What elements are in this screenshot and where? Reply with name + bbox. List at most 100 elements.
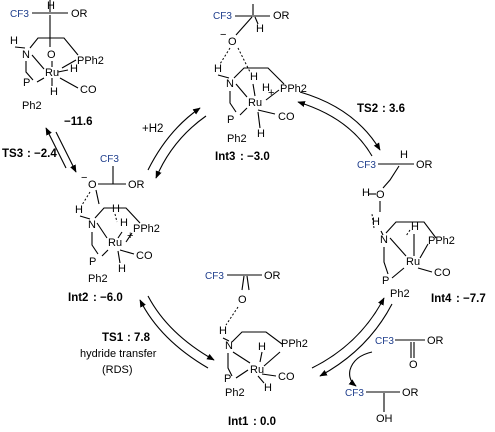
ru-atom: Ru [248,97,262,109]
cf3-group: CF3 [357,160,376,171]
ts1-forward-arrow [139,299,209,369]
bonds [368,163,437,279]
complex-top-left: CF3 OR H O H N Ru H H PPh2 CO P Ph2 −11.… [10,0,104,128]
h2-reverse-arrow [155,115,207,179]
ru-atom: Ru [250,364,264,376]
h-atom: H [264,382,272,394]
p-atom: P [224,373,231,385]
ts1-value: : 7.8 [127,332,151,344]
ru-atom: Ru [108,237,122,249]
species-name: Int1 [228,416,249,428]
h-atom: H [400,149,408,161]
product-hemiacetal: CF3 OR OH [345,387,419,425]
co-ligand: CO [80,84,97,96]
h-atom: H [262,82,270,94]
h-atom: H [219,325,227,337]
ts2-name: TS2 [357,103,378,115]
co-ligand: CO [136,250,153,262]
cf3-group: CF3 [345,388,364,399]
hemiacetal-out-arrow [348,369,357,387]
or-group: OR [71,8,88,20]
or-group: OR [402,387,419,399]
plus-charge: + [268,87,274,99]
oh-group: OH [376,413,393,425]
bonds [222,274,283,384]
ph2-group: Ph2 [227,133,247,145]
ts3-forward-arrow [55,131,77,173]
cf3-group: CF3 [213,11,232,22]
h-atom: H [118,263,126,275]
h-atom: H [47,0,55,12]
h-atom: H [75,204,83,216]
h-atom: H [411,221,419,233]
cf3-group: CF3 [375,336,394,347]
or-group: OR [128,179,145,191]
species-value: −11.6 [64,116,92,128]
species-value: : 0.0 [253,416,276,428]
minus-charge: − [81,172,87,184]
pph2-group: PPh2 [77,55,104,67]
ester-in-curve [349,351,373,371]
o-atom: O [409,359,418,371]
h-atom: H [120,217,128,229]
p-atom: P [89,256,96,268]
pph2-group: PPh2 [428,235,455,247]
ts3-value: : −2.4 [27,148,57,160]
h-atom: H [257,128,265,140]
ph2-group: Ph2 [88,273,108,285]
ru-atom: Ru [406,256,420,268]
bonds [217,4,285,129]
o-minus-atom: O [228,36,237,48]
p-atom: P [227,114,234,126]
complex-int1: CF3 OR O H N H Ru H PPh2 CO P Ph2 Int1 :… [205,270,308,428]
h-atom: H [214,63,222,75]
cf3-group: CF3 [205,271,224,282]
or-group: OR [416,159,433,171]
reagent-ester: CF3 OR O [375,335,444,371]
or-group: OR [273,10,290,22]
ts3-reverse-arrow [45,127,67,169]
ts3-label: TS3 : −2.4 [2,148,57,160]
ts1-note: hydride transfer [80,348,157,360]
co-ligand: CO [434,267,451,279]
ph2-group: Ph2 [225,387,245,399]
n-atom: N [380,234,388,246]
exchange-reverse-arrow [311,297,385,369]
n-atom: N [226,78,234,90]
bonds [79,166,141,264]
h-atom: H [112,203,120,215]
complex-int2: CF3 O − OR H N H H Ru + H PPh2 CO P Ph2 [68,154,160,304]
p-atom: P [382,275,389,287]
ts1-name: TS1 [102,332,124,344]
species-value: : −7.7 [456,293,486,305]
n-atom: N [88,219,96,231]
species-name: Int2 [68,292,88,304]
h2-reagent: +H2 [142,123,163,135]
species-value: : −3.0 [240,151,270,163]
bonds [14,0,79,89]
h2-forward-arrow [147,107,201,171]
ts2-value: : 3.6 [382,103,405,115]
h-atom: H [70,63,78,75]
ru-atom: Ru [45,67,59,79]
ts1-reverse-arrow [147,295,215,361]
h-atom: H [372,216,380,228]
o-atom: O [47,49,56,61]
h-atom: H [258,341,266,353]
ts3-name: TS3 [2,148,23,160]
n-atom: N [22,49,30,61]
minus-charge: − [220,29,226,41]
species-name: Int4 [431,293,452,305]
co-ligand: CO [278,111,295,123]
ts2-forward-arrow [299,91,381,151]
ts2-label: TS2 : 3.6 [357,103,405,115]
species-name: Int3 [215,151,235,163]
cf3-group: CF3 [100,154,119,165]
h-atom: H [256,23,264,35]
o-atom: O [376,189,385,201]
ts1-label: TS1 : 7.8 hydride transfer (RDS) [80,332,157,376]
cf3-group: CF3 [10,9,29,20]
n-atom: N [225,340,233,352]
